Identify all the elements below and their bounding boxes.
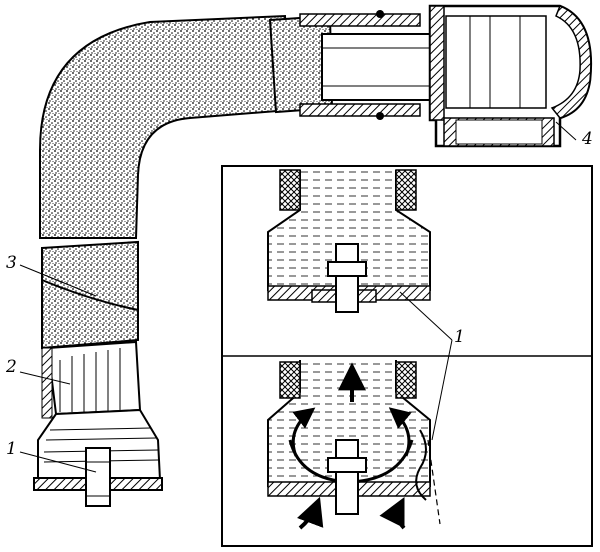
inset-open-state	[267, 360, 441, 530]
callout-1-inset: 1	[454, 327, 465, 347]
inflow-arrow-left	[297, 496, 324, 530]
rubber-sleeve	[46, 340, 142, 416]
filter-bolt	[85, 447, 111, 507]
valve-housing	[428, 4, 593, 148]
callout-3: 3	[6, 253, 17, 273]
inflow-arrow-right	[379, 496, 406, 530]
pipe-insulation-lower	[41, 240, 139, 350]
callout-leaders	[19, 121, 577, 473]
callout-1: 1	[6, 439, 17, 459]
inset-closed-state	[267, 169, 431, 313]
insulated-pipe	[39, 10, 435, 350]
callout-2: 2	[5, 357, 17, 377]
inset-panel	[221, 165, 593, 547]
callout-4: 4	[581, 129, 593, 149]
pipe-insulation-elbow	[39, 14, 292, 239]
filter-assembly	[33, 340, 163, 507]
flow-arrow-right	[388, 407, 412, 457]
pipe-core-horizontal	[321, 33, 435, 101]
flow-arrow-left	[291, 407, 316, 457]
